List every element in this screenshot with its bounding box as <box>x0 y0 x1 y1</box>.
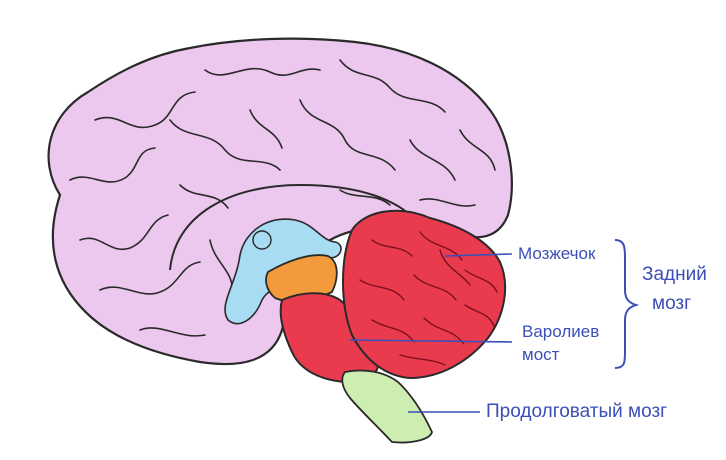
cerebellum-folia <box>359 231 498 366</box>
cerebellum-label: Мозжечок <box>518 244 596 263</box>
hindbrain-brace <box>614 239 640 369</box>
corpus-callosum <box>169 183 421 271</box>
medulla-label: Продолговатый мозг <box>486 401 668 422</box>
pointer-lines <box>349 253 513 413</box>
medulla <box>341 369 433 444</box>
hindbrain-label-line2: мозг <box>652 293 692 314</box>
hindbrain-label-line1: Задний <box>642 264 707 285</box>
cerebellum-pointer-line <box>444 253 513 257</box>
midbrain <box>265 254 338 303</box>
pons-label-line1: Варолиев <box>522 322 600 341</box>
pons-pointer-line <box>349 339 513 343</box>
gyri-lines <box>69 59 496 337</box>
cerebellum <box>342 209 507 380</box>
pons-label-line2: мост <box>522 345 560 364</box>
ventricle-opening <box>252 230 272 250</box>
